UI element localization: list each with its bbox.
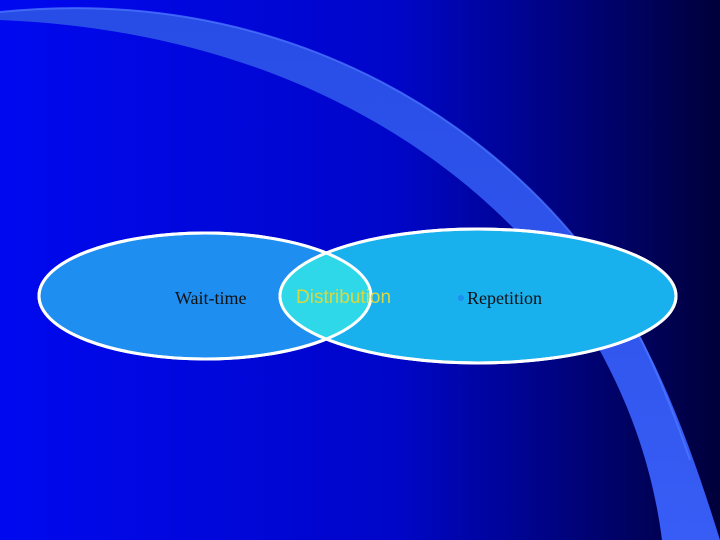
venn-label-left: Wait-time bbox=[166, 286, 247, 310]
venn-label-right: Repetition bbox=[458, 286, 542, 310]
venn-label-center: Distribution bbox=[296, 286, 391, 310]
venn-right-text: Repetition bbox=[467, 288, 542, 308]
bullet-icon bbox=[166, 295, 172, 301]
bullet-icon bbox=[458, 295, 464, 301]
venn-ellipse-right-outline bbox=[278, 227, 678, 365]
venn-ellipse-left-outline bbox=[37, 231, 373, 361]
swoosh-highlight-line bbox=[0, 7, 691, 461]
venn-left-text: Wait-time bbox=[175, 288, 247, 308]
venn-center-text: Distribution bbox=[296, 287, 392, 308]
